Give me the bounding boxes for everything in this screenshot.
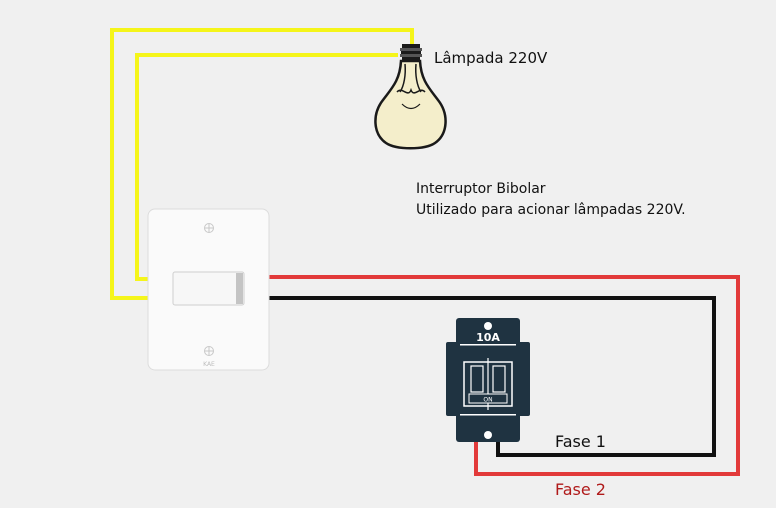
lamp-wire-inner bbox=[135, 53, 398, 281]
switch-brand-logo: KAE bbox=[203, 361, 215, 368]
circuit-breaker: 10A ON bbox=[446, 318, 530, 442]
light-bulb-icon bbox=[374, 44, 447, 150]
switch-toggle[interactable] bbox=[172, 271, 245, 306]
breaker-rating: 10A bbox=[476, 331, 500, 344]
fase1-wire bbox=[268, 296, 716, 457]
fase2-wire bbox=[268, 275, 740, 476]
description-text: Utilizado para acionar lâmpadas 220V. bbox=[416, 202, 686, 218]
lamp-wire-outer bbox=[110, 28, 414, 300]
lamp-label: Lâmpada 220V bbox=[434, 49, 548, 67]
description-title: Interruptor Bibolar bbox=[416, 181, 546, 197]
switch-description: Interruptor Bibolar Utilizado para acion… bbox=[416, 179, 686, 221]
top-screw-icon bbox=[204, 223, 214, 233]
fase2-label: Fase 2 bbox=[555, 480, 606, 499]
bottom-screw-icon bbox=[204, 346, 214, 356]
lamp-wires bbox=[110, 28, 414, 300]
breaker-on-label: ON bbox=[483, 397, 492, 404]
breaker-top-hole bbox=[484, 322, 492, 330]
breaker-bottom-hole bbox=[484, 431, 492, 439]
wall-switch: KAE bbox=[147, 208, 270, 371]
breaker-on-indicator bbox=[468, 393, 508, 404]
fase1-label: Fase 1 bbox=[555, 432, 606, 451]
